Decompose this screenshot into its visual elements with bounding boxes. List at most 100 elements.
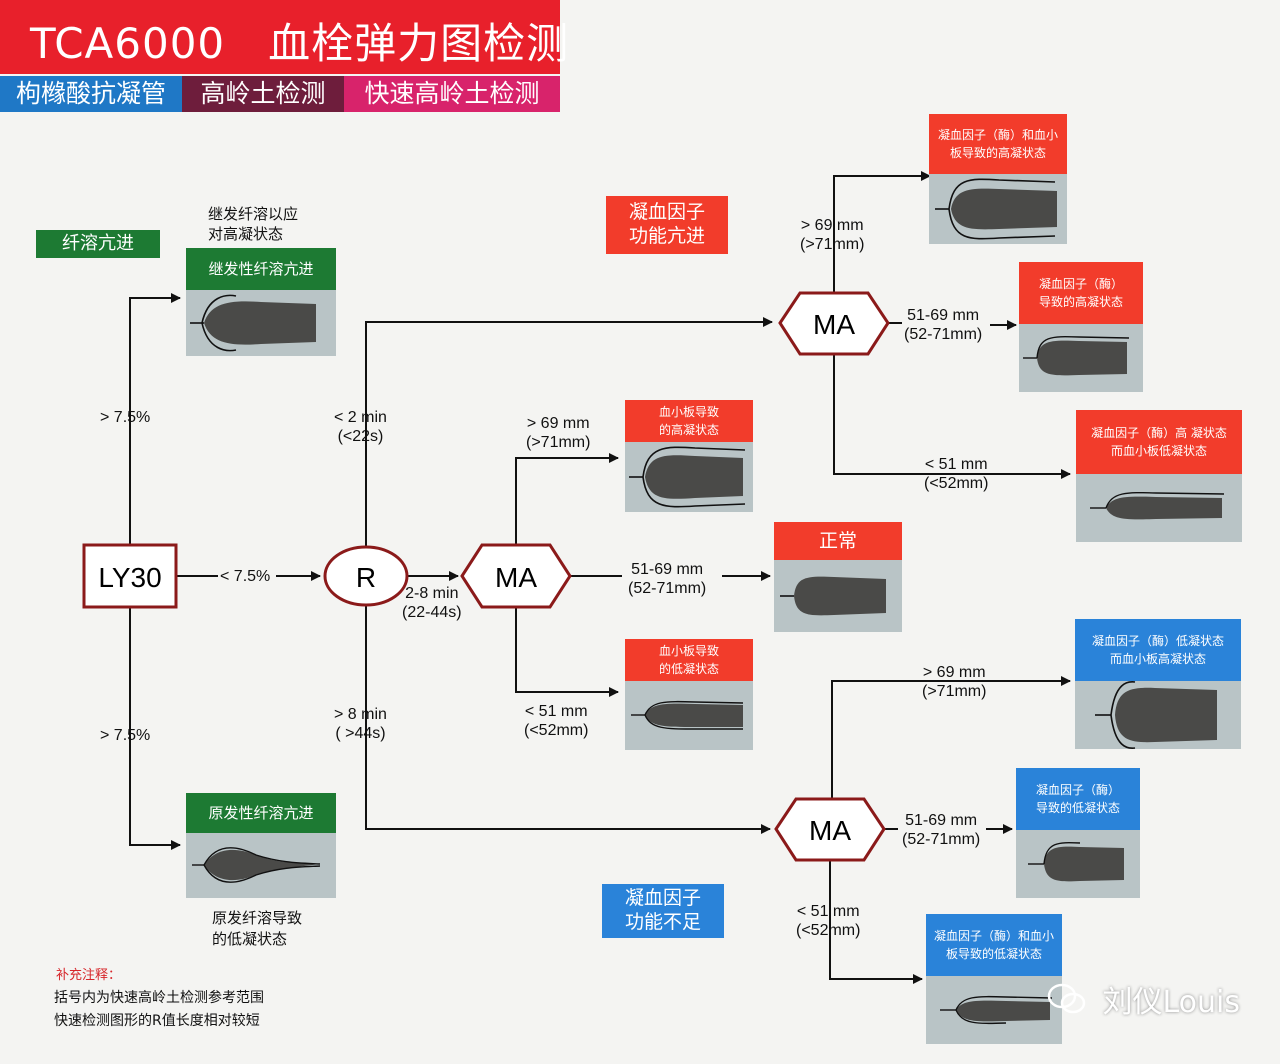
card-normal-trace (774, 560, 902, 632)
edge-label-t-high-2: (>71mm) (800, 236, 865, 253)
connector-ly30-down (129, 608, 181, 850)
tab-rapid-kaolin-test[interactable]: 快速高岭土检测 (344, 76, 560, 112)
primary-caption-line-1: 原发纤溶导致 (212, 909, 303, 927)
card-b-mid: 凝血因子（酶） 导致的低凝状态 (1016, 768, 1140, 898)
card-platelet-low-line-1: 血小板导致 (658, 644, 719, 658)
edge-label-b-high-2: (>71mm) (922, 683, 987, 700)
node-ma-bottom: MA (774, 797, 886, 862)
card-b-high-trace (1075, 681, 1241, 749)
connector-r-fast (365, 317, 773, 548)
connector-t-low (833, 354, 1071, 479)
connector-b-low (829, 860, 923, 984)
card-platelet-high-trace (625, 442, 753, 512)
edge-label-t-mid-2: (52-71mm) (904, 326, 983, 343)
card-t-mid-trace (1019, 324, 1143, 392)
edge-label-c-low-1: < 51 mm (524, 703, 588, 720)
connector-t-high (833, 171, 931, 293)
card-t-high: 凝血因子（酶）和血小 板导致的高凝状态 (929, 114, 1067, 244)
tag-coag-high: 凝血因子 功能亢进 (606, 196, 728, 254)
edge-label-ly30-down: > 7.5% (100, 727, 151, 744)
tag-coag-low: 凝血因子 功能不足 (602, 884, 724, 938)
card-t-low: 凝血因子（酶）高 凝状态 而血小板低凝状态 (1076, 410, 1242, 542)
edge-label-c-mid: 51-69 mm (52-71mm) (628, 560, 706, 598)
edge-label-b-mid-2: (52-71mm) (902, 831, 981, 848)
node-ma-center: MA (460, 543, 572, 609)
tab-citrate-tube[interactable]: 枸橼酸抗凝管 (0, 76, 182, 112)
tag-coag-high-line-2: 功能亢进 (628, 225, 705, 247)
connector-c-high (515, 453, 619, 545)
card-b-low: 凝血因子（酶）和血小 板导致的低凝状态 (926, 914, 1062, 1044)
card-b-mid-trace (1016, 830, 1140, 898)
card-b-low-line-2: 板导致的低凝状态 (945, 947, 1042, 961)
tag-coag-low-line-1: 凝血因子 (624, 887, 701, 910)
card-primary-title: 原发性纤溶亢进 (186, 793, 336, 833)
edge-label-c-mid-1: 51-69 mm (631, 561, 704, 578)
card-t-low-line-2: 而血小板低凝状态 (1110, 444, 1207, 458)
card-platelet-high-head: 血小板导致 的高凝状态 (625, 400, 753, 442)
node-ma-top: MA (778, 291, 890, 356)
edge-label-r-fast-2: (<22s) (337, 428, 384, 445)
edge-label-b-mid-1: 51-69 mm (905, 812, 978, 829)
card-b-mid-line-2: 导致的低凝状态 (1035, 801, 1120, 815)
card-normal: 正常 (774, 522, 902, 632)
card-secondary-trace (186, 290, 336, 356)
node-r: R (323, 545, 409, 607)
edge-label-r-slow-2: ( >44s) (335, 725, 386, 742)
card-normal-title: 正常 (774, 522, 902, 560)
card-t-high-line-1: 凝血因子（酶）和血小 (937, 128, 1058, 142)
card-platelet-high-line-2: 的高凝状态 (658, 423, 719, 437)
edge-label-r-fast: < 2 min(<22s) (334, 408, 387, 446)
card-platelet-high: 血小板导致 的高凝状态 (625, 400, 753, 512)
edge-label-t-mid: 51-69 mm (52-71mm) (904, 306, 982, 344)
card-t-mid-line-1: 凝血因子（酶） (1038, 277, 1123, 291)
secondary-caption-line-2: 对高凝状态 (208, 225, 284, 243)
page-title: TCA6000 血栓弹力图检测 (30, 19, 570, 68)
card-b-high-head: 凝血因子（酶）低凝状态 而血小板高凝状态 (1075, 619, 1241, 681)
tag-coag-low-line-2: 功能不足 (624, 911, 701, 933)
tag-fibrinolysis: 纤溶亢进 (36, 230, 160, 258)
node-ly30: LY30 (82, 543, 178, 609)
edge-label-b-low-1: < 51 mm (796, 903, 860, 920)
edge-label-r-slow-1: > 8 min (334, 706, 387, 723)
tab-kaolin-test[interactable]: 高岭土检测 (182, 76, 344, 112)
card-secondary-fibrinolysis: 继发性纤溶亢进 (186, 248, 336, 356)
card-primary-trace (186, 833, 336, 898)
card-platelet-low-line-2: 的低凝状态 (658, 662, 719, 676)
connector-b-high (831, 676, 1071, 799)
card-b-high-line-2: 而血小板高凝状态 (1109, 652, 1206, 666)
header: TCA6000 血栓弹力图检测 枸橼酸抗凝管 高岭土检测 快速高岭土检测 (0, 0, 568, 112)
primary-caption-line-2: 的低凝状态 (212, 930, 288, 948)
tag-coag-high-line-1: 凝血因子 (628, 201, 705, 224)
supplement-line-1: 括号内为快速高岭土检测参考范围 (54, 990, 264, 1006)
card-t-mid: 凝血因子（酶） 导致的高凝状态 (1019, 262, 1143, 392)
node-ma-top-label: MA (813, 309, 855, 340)
edge-label-t-low: < 51 mm(<52mm) (924, 455, 988, 493)
card-platelet-low: 血小板导致 的低凝状态 (625, 639, 753, 750)
edge-label-t-low-2: (<52mm) (924, 475, 989, 492)
edge-label-c-mid-2: (52-71mm) (628, 580, 707, 597)
edge-label-t-mid-1: 51-69 mm (907, 307, 980, 324)
secondary-caption-line-1: 继发纤溶以应 (208, 205, 299, 223)
node-ma-center-label: MA (495, 562, 537, 593)
card-t-low-head: 凝血因子（酶）高 凝状态 而血小板低凝状态 (1076, 410, 1242, 474)
card-b-low-head: 凝血因子（酶）和血小 板导致的低凝状态 (926, 914, 1062, 976)
connector-c-low (515, 607, 619, 697)
card-t-high-trace (929, 174, 1067, 244)
card-platelet-low-trace (625, 681, 753, 750)
edge-label-b-low-2: (<52mm) (796, 922, 861, 939)
connector-r-slow (365, 606, 771, 834)
edge-label-c-high-1: > 69 mm (526, 415, 590, 432)
card-b-mid-head: 凝血因子（酶） 导致的低凝状态 (1016, 768, 1140, 830)
watermark: 刘仪Louis (1047, 977, 1240, 1025)
edge-label-t-high-1: > 69 mm (800, 217, 864, 234)
edge-label-b-high: > 69 mm(>71mm) (922, 663, 986, 701)
card-t-low-trace (1076, 474, 1242, 542)
edge-label-b-low: < 51 mm (<52mm) (796, 902, 860, 940)
card-t-high-line-2: 板导致的高凝状态 (949, 146, 1046, 160)
node-r-label: R (356, 562, 376, 593)
card-t-high-head: 凝血因子（酶）和血小 板导致的高凝状态 (929, 114, 1067, 174)
supplement-line-2: 快速检测图形的R值长度相对较短 (54, 1013, 260, 1029)
title-bar (0, 0, 560, 74)
card-b-low-line-1: 凝血因子（酶）和血小 (933, 929, 1054, 943)
